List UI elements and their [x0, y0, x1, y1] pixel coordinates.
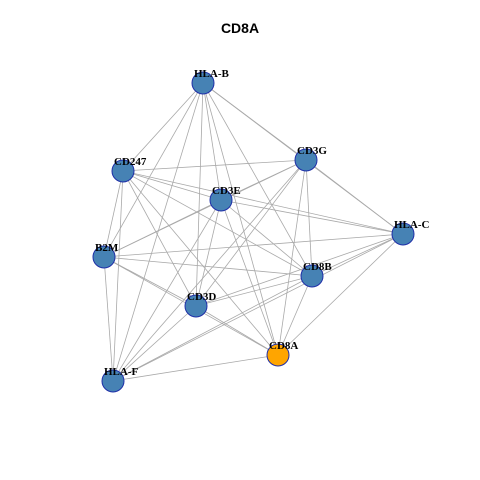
- edge-cd247-cd3d: [122, 170, 197, 307]
- edge-cd247-b2m: [103, 170, 124, 258]
- edge-cd8a-hla-f: [112, 354, 279, 382]
- edge-cd8b-hla-f: [112, 275, 313, 382]
- node-label: HLA-C: [394, 219, 430, 231]
- edge-hla-c-cd8b: [311, 233, 404, 277]
- edge-cd3g-hla-f: [112, 159, 307, 382]
- node-cd3g[interactable]: CD3G: [294, 145, 327, 172]
- edge-cd3e-hla-c: [220, 199, 404, 235]
- node-cd247[interactable]: CD247: [111, 156, 147, 183]
- node-circle[interactable]: [391, 222, 415, 246]
- node-circle[interactable]: [209, 188, 233, 212]
- edge-cd247-cd3g: [122, 159, 307, 172]
- node-label: CD8A: [269, 340, 298, 352]
- node-label: CD3E: [212, 185, 241, 197]
- edge-hla-c-b2m: [103, 233, 404, 258]
- node-cd3d[interactable]: CD3D: [184, 291, 216, 318]
- node-cd8b[interactable]: CD8B: [300, 261, 332, 288]
- edge-hla-c-cd8a: [277, 233, 404, 356]
- edge-b2m-cd3d: [103, 256, 197, 307]
- node-layer: HLA-B CD247 CD3G CD3E HLA-C B2M CD8B CD3D CD8A HL…: [92, 68, 430, 393]
- edge-layer: [103, 82, 404, 382]
- edge-cd247-cd8b: [122, 170, 313, 277]
- node-circle[interactable]: [101, 369, 125, 393]
- node-label: B2M: [95, 242, 119, 254]
- node-circle[interactable]: [111, 159, 135, 183]
- edge-cd247-hla-c: [122, 170, 404, 235]
- node-circle[interactable]: [92, 245, 116, 269]
- edge-hla-b-cd8a: [202, 82, 279, 356]
- edge-cd3g-cd3d: [195, 159, 307, 307]
- edge-cd3g-hla-c: [305, 159, 404, 235]
- node-hla-b[interactable]: HLA-B: [191, 68, 230, 95]
- node-label: CD8B: [303, 261, 332, 273]
- edge-cd3e-cd3d: [195, 199, 222, 307]
- edge-b2m-cd8b: [103, 256, 313, 277]
- node-circle[interactable]: [184, 294, 208, 318]
- node-hla-f[interactable]: HLA-F: [101, 366, 139, 393]
- edge-cd3g-cd8a: [277, 159, 307, 356]
- node-label: HLA-F: [104, 366, 139, 378]
- edge-cd3e-cd8b: [220, 199, 313, 277]
- edge-cd8b-cd3d: [195, 275, 313, 307]
- node-label: CD3G: [297, 145, 327, 157]
- node-circle[interactable]: [300, 264, 324, 288]
- node-cd8a[interactable]: CD8A: [266, 340, 298, 367]
- edge-cd247-hla-f: [112, 170, 124, 382]
- node-circle[interactable]: [266, 343, 290, 367]
- edge-cd247-cd3e: [122, 170, 222, 201]
- node-label: CD3D: [187, 291, 216, 303]
- edge-cd3g-cd8b: [305, 159, 313, 277]
- edge-hla-c-hla-f: [112, 233, 404, 382]
- edge-cd3e-b2m: [103, 199, 222, 258]
- edge-hla-b-cd3d: [195, 82, 204, 307]
- node-circle[interactable]: [191, 71, 215, 95]
- edge-hla-b-cd3e: [202, 82, 222, 201]
- node-label: CD247: [114, 156, 147, 168]
- node-label: HLA-B: [194, 68, 230, 80]
- node-circle[interactable]: [294, 148, 318, 172]
- edge-b2m-hla-f: [103, 256, 114, 382]
- edge-hla-b-hla-f: [112, 82, 204, 382]
- node-hla-c[interactable]: HLA-C: [391, 219, 430, 246]
- graph-title: CD8A: [220, 20, 260, 36]
- edge-hla-b-cd8b: [202, 82, 313, 277]
- edge-cd247-cd8a: [122, 170, 279, 356]
- edge-cd3e-cd8a: [220, 199, 279, 356]
- edge-hla-c-cd3d: [195, 233, 404, 307]
- node-cd3e[interactable]: CD3E: [209, 185, 241, 212]
- edge-cd3d-hla-f: [112, 305, 197, 382]
- edge-hla-b-cd247: [122, 82, 204, 172]
- edge-cd8b-cd8a: [277, 275, 313, 356]
- node-b2m[interactable]: B2M: [92, 242, 119, 269]
- edge-cd3d-cd8a: [195, 305, 279, 356]
